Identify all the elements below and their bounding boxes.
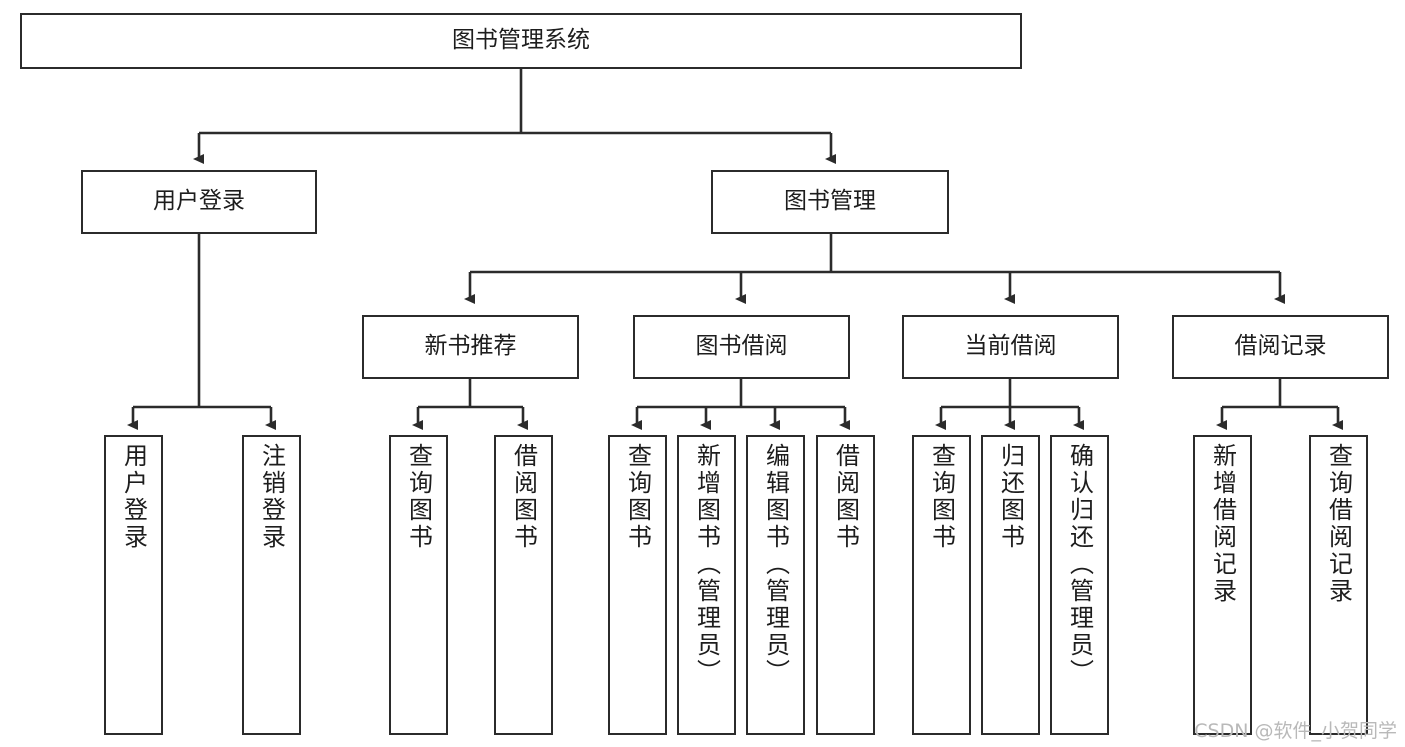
- node-root-label: 图书管理系统: [452, 27, 590, 54]
- node-borrow-record-label: 借阅记录: [1234, 333, 1327, 360]
- node-current-borrow-label: 当前借阅: [964, 333, 1057, 360]
- node-leaf-query-book-3[interactable]: 查询图书: [912, 435, 971, 735]
- node-user-login[interactable]: 用户登录: [81, 170, 317, 234]
- node-leaf-add-record-label: 新增借阅记录: [1208, 443, 1237, 605]
- node-leaf-borrow-book-2[interactable]: 借阅图书: [816, 435, 875, 735]
- node-leaf-user-login[interactable]: 用户登录: [104, 435, 163, 735]
- node-leaf-borrow-book-1-label: 借阅图书: [509, 443, 538, 551]
- node-leaf-edit-book[interactable]: 编辑图书（管理员）: [746, 435, 805, 735]
- node-leaf-logout[interactable]: 注销登录: [242, 435, 301, 735]
- node-new-book-recommend[interactable]: 新书推荐: [362, 315, 579, 379]
- node-current-borrow[interactable]: 当前借阅: [902, 315, 1119, 379]
- node-book-management-label: 图书管理: [784, 188, 876, 215]
- node-leaf-confirm-return-label: 确认归还（管理员）: [1065, 443, 1094, 686]
- node-leaf-add-book-label: 新增图书（管理员）: [692, 443, 721, 686]
- node-book-borrow-label: 图书借阅: [695, 333, 788, 360]
- node-leaf-query-book-3-label: 查询图书: [927, 443, 956, 551]
- node-leaf-query-book-1-label: 查询图书: [404, 443, 433, 551]
- node-book-management[interactable]: 图书管理: [711, 170, 949, 234]
- node-leaf-add-record[interactable]: 新增借阅记录: [1193, 435, 1252, 735]
- node-borrow-record[interactable]: 借阅记录: [1172, 315, 1389, 379]
- node-root[interactable]: 图书管理系统: [20, 13, 1022, 69]
- node-user-login-label: 用户登录: [153, 188, 245, 215]
- watermark-text: CSDN @软件_小贺同学: [1194, 720, 1397, 742]
- node-leaf-return-book-label: 归还图书: [996, 443, 1025, 551]
- node-leaf-query-book-1[interactable]: 查询图书: [389, 435, 448, 735]
- node-leaf-query-book-2[interactable]: 查询图书: [608, 435, 667, 735]
- node-leaf-query-book-2-label: 查询图书: [623, 443, 652, 551]
- node-leaf-add-book[interactable]: 新增图书（管理员）: [677, 435, 736, 735]
- node-leaf-edit-book-label: 编辑图书（管理员）: [761, 443, 790, 686]
- node-leaf-query-record-label: 查询借阅记录: [1324, 443, 1353, 605]
- node-leaf-return-book[interactable]: 归还图书: [981, 435, 1040, 735]
- node-leaf-borrow-book-2-label: 借阅图书: [831, 443, 860, 551]
- node-leaf-logout-label: 注销登录: [257, 443, 286, 551]
- node-leaf-confirm-return[interactable]: 确认归还（管理员）: [1050, 435, 1109, 735]
- node-book-borrow[interactable]: 图书借阅: [633, 315, 850, 379]
- node-new-book-recommend-label: 新书推荐: [424, 333, 517, 360]
- node-leaf-user-login-label: 用户登录: [119, 443, 148, 551]
- node-leaf-borrow-book-1[interactable]: 借阅图书: [494, 435, 553, 735]
- node-leaf-query-record[interactable]: 查询借阅记录: [1309, 435, 1368, 735]
